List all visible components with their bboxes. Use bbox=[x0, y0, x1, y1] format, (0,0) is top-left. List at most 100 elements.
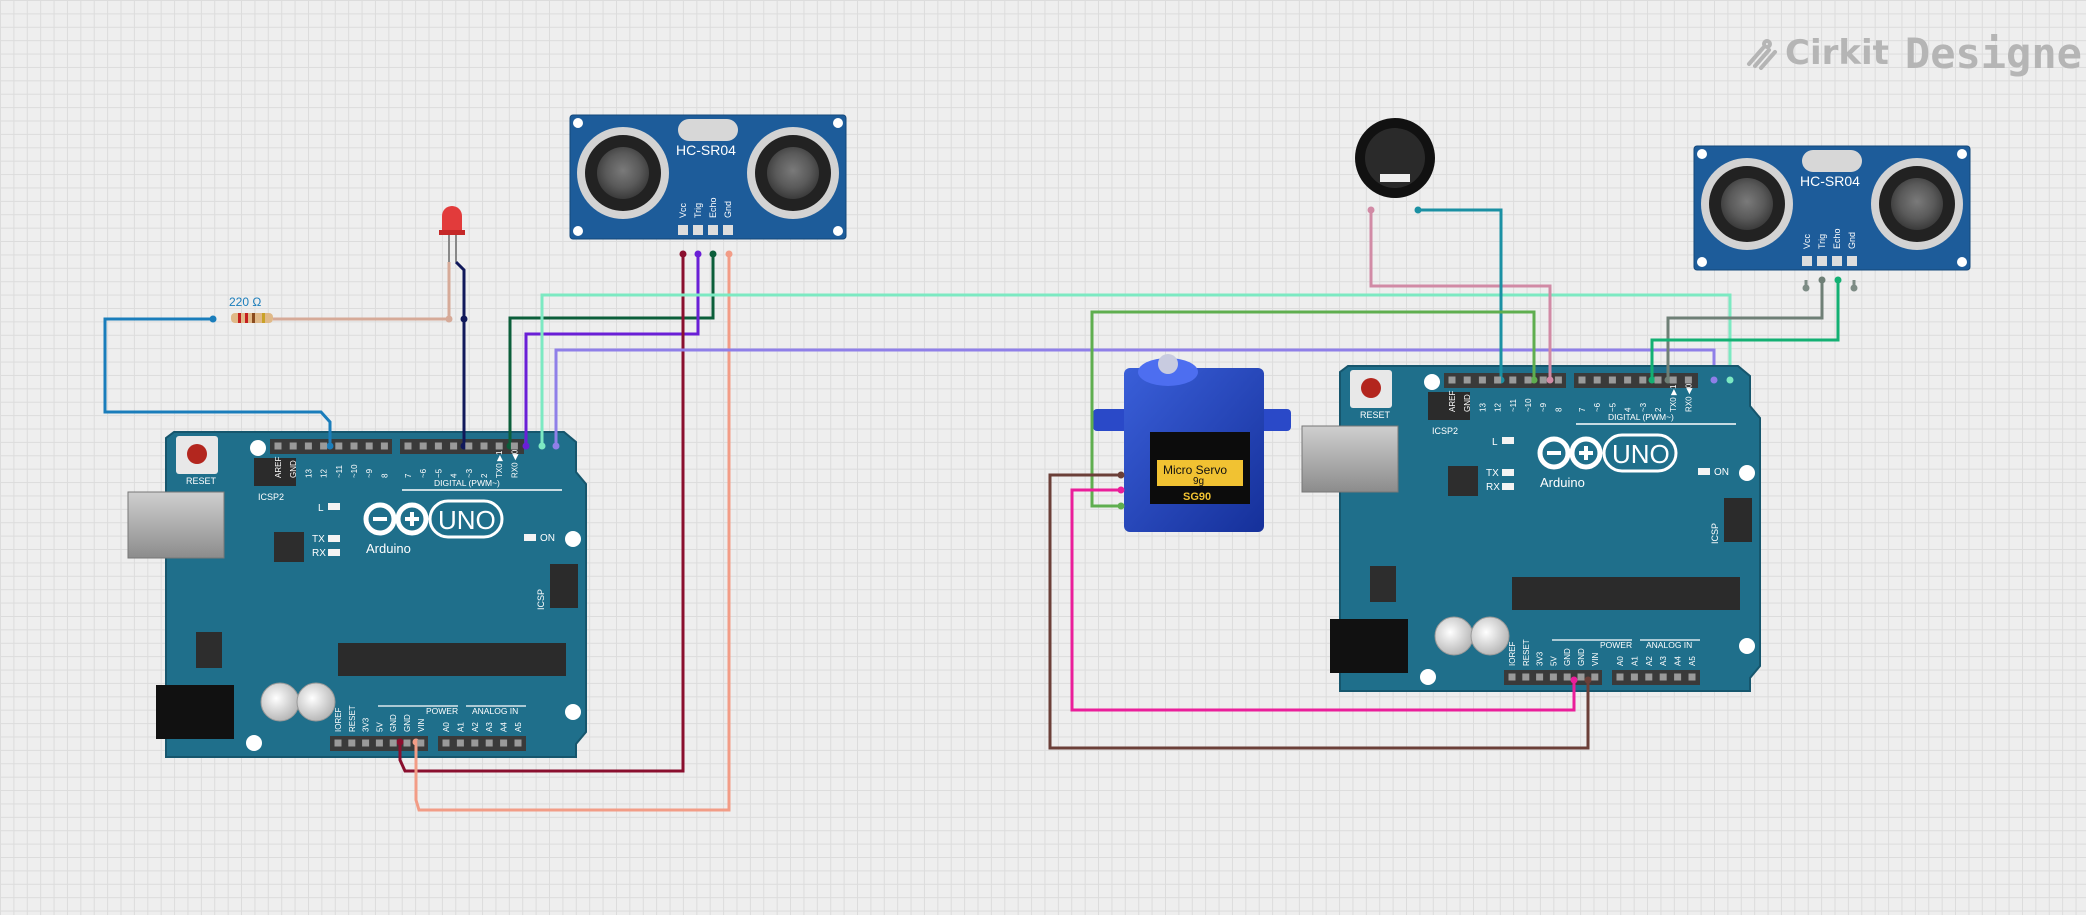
cirkit-logo-icon bbox=[1747, 39, 1777, 70]
header-pin bbox=[365, 442, 373, 450]
header-pin bbox=[442, 739, 450, 747]
red-led bbox=[439, 206, 465, 262]
header-pin bbox=[1554, 376, 1562, 384]
header-pin bbox=[1608, 376, 1616, 384]
header-pin bbox=[1539, 376, 1547, 384]
header-pin-label: A5 bbox=[514, 722, 523, 732]
header-pin bbox=[1639, 376, 1647, 384]
header-pin-label: A4 bbox=[1674, 656, 1683, 666]
sensor-pin-label: Vcc bbox=[678, 202, 688, 218]
brand-prefix: Cirkit bbox=[1785, 33, 1889, 73]
header-pin-label: A3 bbox=[1659, 656, 1668, 666]
header-pin-label: 4 bbox=[1624, 407, 1633, 412]
header-pin bbox=[389, 739, 397, 747]
header-pin-label: ~10 bbox=[1524, 398, 1533, 412]
header-pin-label: 5V bbox=[1549, 656, 1558, 666]
header-pin bbox=[362, 739, 370, 747]
header-pin bbox=[334, 739, 342, 747]
header-pin bbox=[1645, 673, 1653, 681]
sensor-pin-label: Echo bbox=[1832, 228, 1842, 249]
hc-sr04-right-label: HC-SR04 bbox=[1800, 173, 1860, 189]
wire-echo-right bbox=[1650, 280, 1840, 380]
header-pin-label: A3 bbox=[485, 722, 494, 732]
header-pin bbox=[1563, 673, 1571, 681]
wire-buzzer-gnd bbox=[1418, 208, 1503, 380]
header-pin bbox=[375, 739, 383, 747]
sensor-pin-label: Trig bbox=[693, 203, 703, 218]
header-pin bbox=[1593, 376, 1601, 384]
header-pin-label: ~6 bbox=[419, 468, 428, 478]
header-pin-label: 13 bbox=[1478, 403, 1487, 412]
header-pin bbox=[1669, 376, 1677, 384]
header-pin bbox=[1478, 376, 1486, 384]
header-pin-label: 3V3 bbox=[1536, 651, 1545, 666]
resistor-label: 220 Ω bbox=[229, 295, 261, 309]
hc-sr04-left bbox=[569, 114, 847, 240]
wire-aqua bbox=[540, 293, 1732, 446]
header-pin bbox=[480, 442, 488, 450]
header-pin-label: 8 bbox=[380, 473, 389, 478]
header-pin bbox=[1549, 673, 1557, 681]
header-pin-label: A5 bbox=[1688, 656, 1697, 666]
header-pin-label: GND bbox=[1463, 394, 1472, 412]
header-pin-label: 3V3 bbox=[362, 717, 371, 732]
header-pin-label: 8 bbox=[1554, 407, 1563, 412]
header-pin bbox=[1624, 376, 1632, 384]
arduino-uno-right bbox=[1302, 366, 1760, 691]
wire-buzzer-pin bbox=[1369, 210, 1552, 380]
header-pin-label: GND bbox=[1577, 648, 1586, 666]
wire-led-pin bbox=[454, 260, 466, 446]
header-pin bbox=[1616, 673, 1624, 681]
header-pin-label: ~11 bbox=[1509, 398, 1518, 412]
header-pin-label: ~5 bbox=[434, 468, 443, 478]
header-pin bbox=[419, 442, 427, 450]
header-pin bbox=[1448, 376, 1456, 384]
brand-suffix: Designer bbox=[1904, 28, 2086, 78]
header-pin bbox=[1674, 673, 1682, 681]
header-pin bbox=[495, 442, 503, 450]
wire-echo-left bbox=[508, 254, 715, 446]
servo-line2: 9g bbox=[1193, 476, 1204, 487]
header-pin-label: A2 bbox=[471, 722, 480, 732]
header-pin-label: A1 bbox=[456, 722, 465, 732]
wire-resistor-led bbox=[273, 262, 451, 321]
header-pin bbox=[350, 442, 358, 450]
header-pin-label: A0 bbox=[1616, 656, 1625, 666]
header-pin bbox=[417, 739, 425, 747]
wire-servo-signal bbox=[1090, 310, 1536, 508]
header-pin bbox=[320, 442, 328, 450]
header-pin bbox=[289, 442, 297, 450]
header-pin-label: GND bbox=[1563, 648, 1572, 666]
header-pin bbox=[1536, 673, 1544, 681]
header-pin-label: A4 bbox=[500, 722, 509, 732]
header-pin-label: ~6 bbox=[1593, 402, 1602, 412]
header-pin bbox=[456, 739, 464, 747]
header-pin bbox=[1509, 376, 1517, 384]
hc-sr04-left-label: HC-SR04 bbox=[676, 142, 736, 158]
header-pin bbox=[1684, 376, 1692, 384]
wire-servo-power bbox=[1070, 488, 1576, 712]
wire-gnd-left bbox=[414, 254, 731, 812]
header-pin bbox=[404, 442, 412, 450]
header-pin-label: 12 bbox=[1494, 403, 1503, 412]
header-pin-label: TX0 ▶1 bbox=[495, 450, 504, 478]
header-pin-label: IOREF bbox=[1508, 641, 1517, 666]
header-pin bbox=[1688, 673, 1696, 681]
header-pin-label: ~3 bbox=[465, 468, 474, 478]
header-pin bbox=[1524, 376, 1532, 384]
header-pin bbox=[1577, 673, 1585, 681]
header-pin-label: GND bbox=[389, 714, 398, 732]
servo-model: SG90 bbox=[1183, 491, 1211, 503]
header-pin-label: 4 bbox=[450, 473, 459, 478]
header-pin bbox=[274, 442, 282, 450]
header-pin bbox=[1463, 376, 1471, 384]
sensor-pin-label: Trig bbox=[1817, 234, 1827, 249]
hc-sr04-right bbox=[1693, 145, 1971, 271]
header-pin-label: 2 bbox=[1654, 407, 1663, 412]
wire-servo-gnd bbox=[1048, 473, 1590, 750]
header-pin bbox=[1654, 376, 1662, 384]
header-pin-label: ~9 bbox=[365, 468, 374, 478]
header-pin-label: AREF bbox=[1448, 391, 1457, 412]
header-pin-label: 5V bbox=[375, 722, 384, 732]
header-pin-label: VIN bbox=[417, 718, 426, 732]
